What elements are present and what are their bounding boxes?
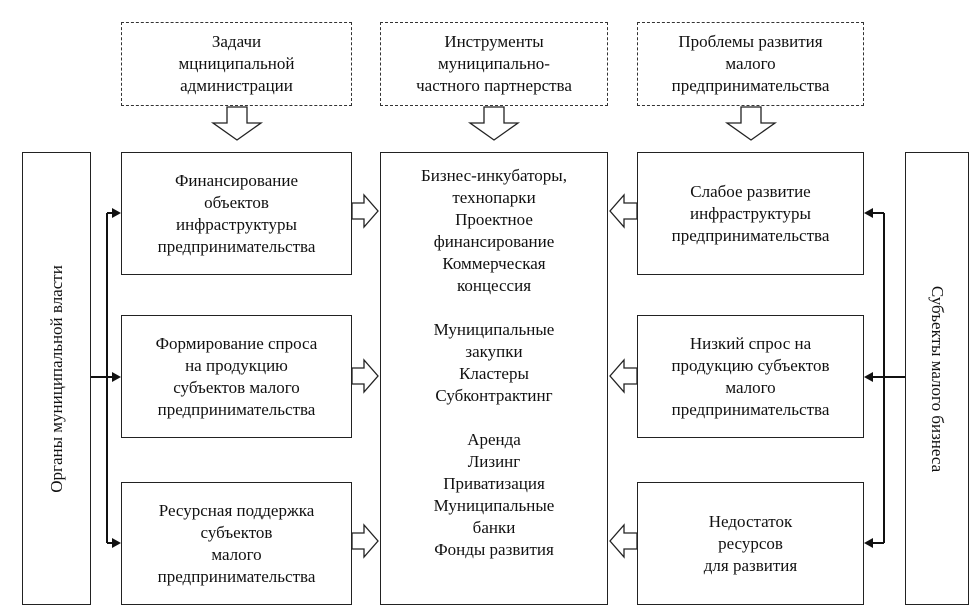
arrowhead-left-1-icon [112,208,121,218]
right-box-lack-resources-label: Недостаток ресурсов для развития [703,511,798,575]
problems-box: Проблемы развития малого предприниматель… [637,22,864,106]
instruments-group-3: Аренда Лизинг Приватизация Муниципальные… [433,430,555,559]
instruments-group-1: Бизнес-инкубаторы, технопарки Проектное … [421,166,567,295]
left-arrow-2-icon [609,358,638,394]
left-arrow-3-icon [609,523,638,559]
right-box-infrastructure-label: Слабое развитие инфраструктуры предприни… [671,181,830,245]
left-box-financing-label: Финансирование объектов инфраструктуры п… [157,170,316,256]
tasks-label: Задачи мцниципальной администрации [178,32,295,95]
arrowhead-right-2-icon [864,372,873,382]
left-arrow-1-icon [609,193,638,229]
arrowhead-right-3-icon [864,538,873,548]
right-arrow-2-icon [351,358,379,394]
instruments-label: Инструменты муниципально- частного партн… [416,32,572,95]
arrowhead-left-2-icon [112,372,121,382]
municipal-authorities-box: Органы муниципальной власти [22,152,91,605]
right-box-low-demand-label: Низкий спрос на продукцию субъектов мало… [671,333,830,419]
arrowhead-right-1-icon [864,208,873,218]
left-box-resources-label: Ресурсная поддержка субъектов малого пре… [157,500,316,586]
problems-label: Проблемы развития малого предприниматель… [671,32,830,95]
small-business-box: Субъекты малого бизнеса [905,152,969,605]
tasks-box: Задачи мцниципальной администрации [121,22,352,106]
instruments-box: Инструменты муниципально- частного партн… [380,22,608,106]
left-box-resources: Ресурсная поддержка субъектов малого пре… [121,482,352,605]
instruments-list-box: Бизнес-инкубаторы, технопарки Проектное … [380,152,608,605]
arrowhead-left-3-icon [112,538,121,548]
right-arrow-1-icon [351,193,379,229]
down-arrow-instruments-icon [467,106,521,141]
left-box-demand: Формирование спроса на продукцию субъект… [121,315,352,438]
instruments-group-2: Муниципальные закупки Кластеры Субконтра… [433,320,555,405]
right-arrow-3-icon [351,523,379,559]
right-box-infrastructure: Слабое развитие инфраструктуры предприни… [637,152,864,275]
left-box-demand-label: Формирование спроса на продукцию субъект… [155,333,318,419]
left-box-financing: Финансирование объектов инфраструктуры п… [121,152,352,275]
down-arrow-tasks-icon [210,106,264,141]
right-box-low-demand: Низкий спрос на продукцию субъектов мало… [637,315,864,438]
down-arrow-problems-icon [724,106,778,141]
